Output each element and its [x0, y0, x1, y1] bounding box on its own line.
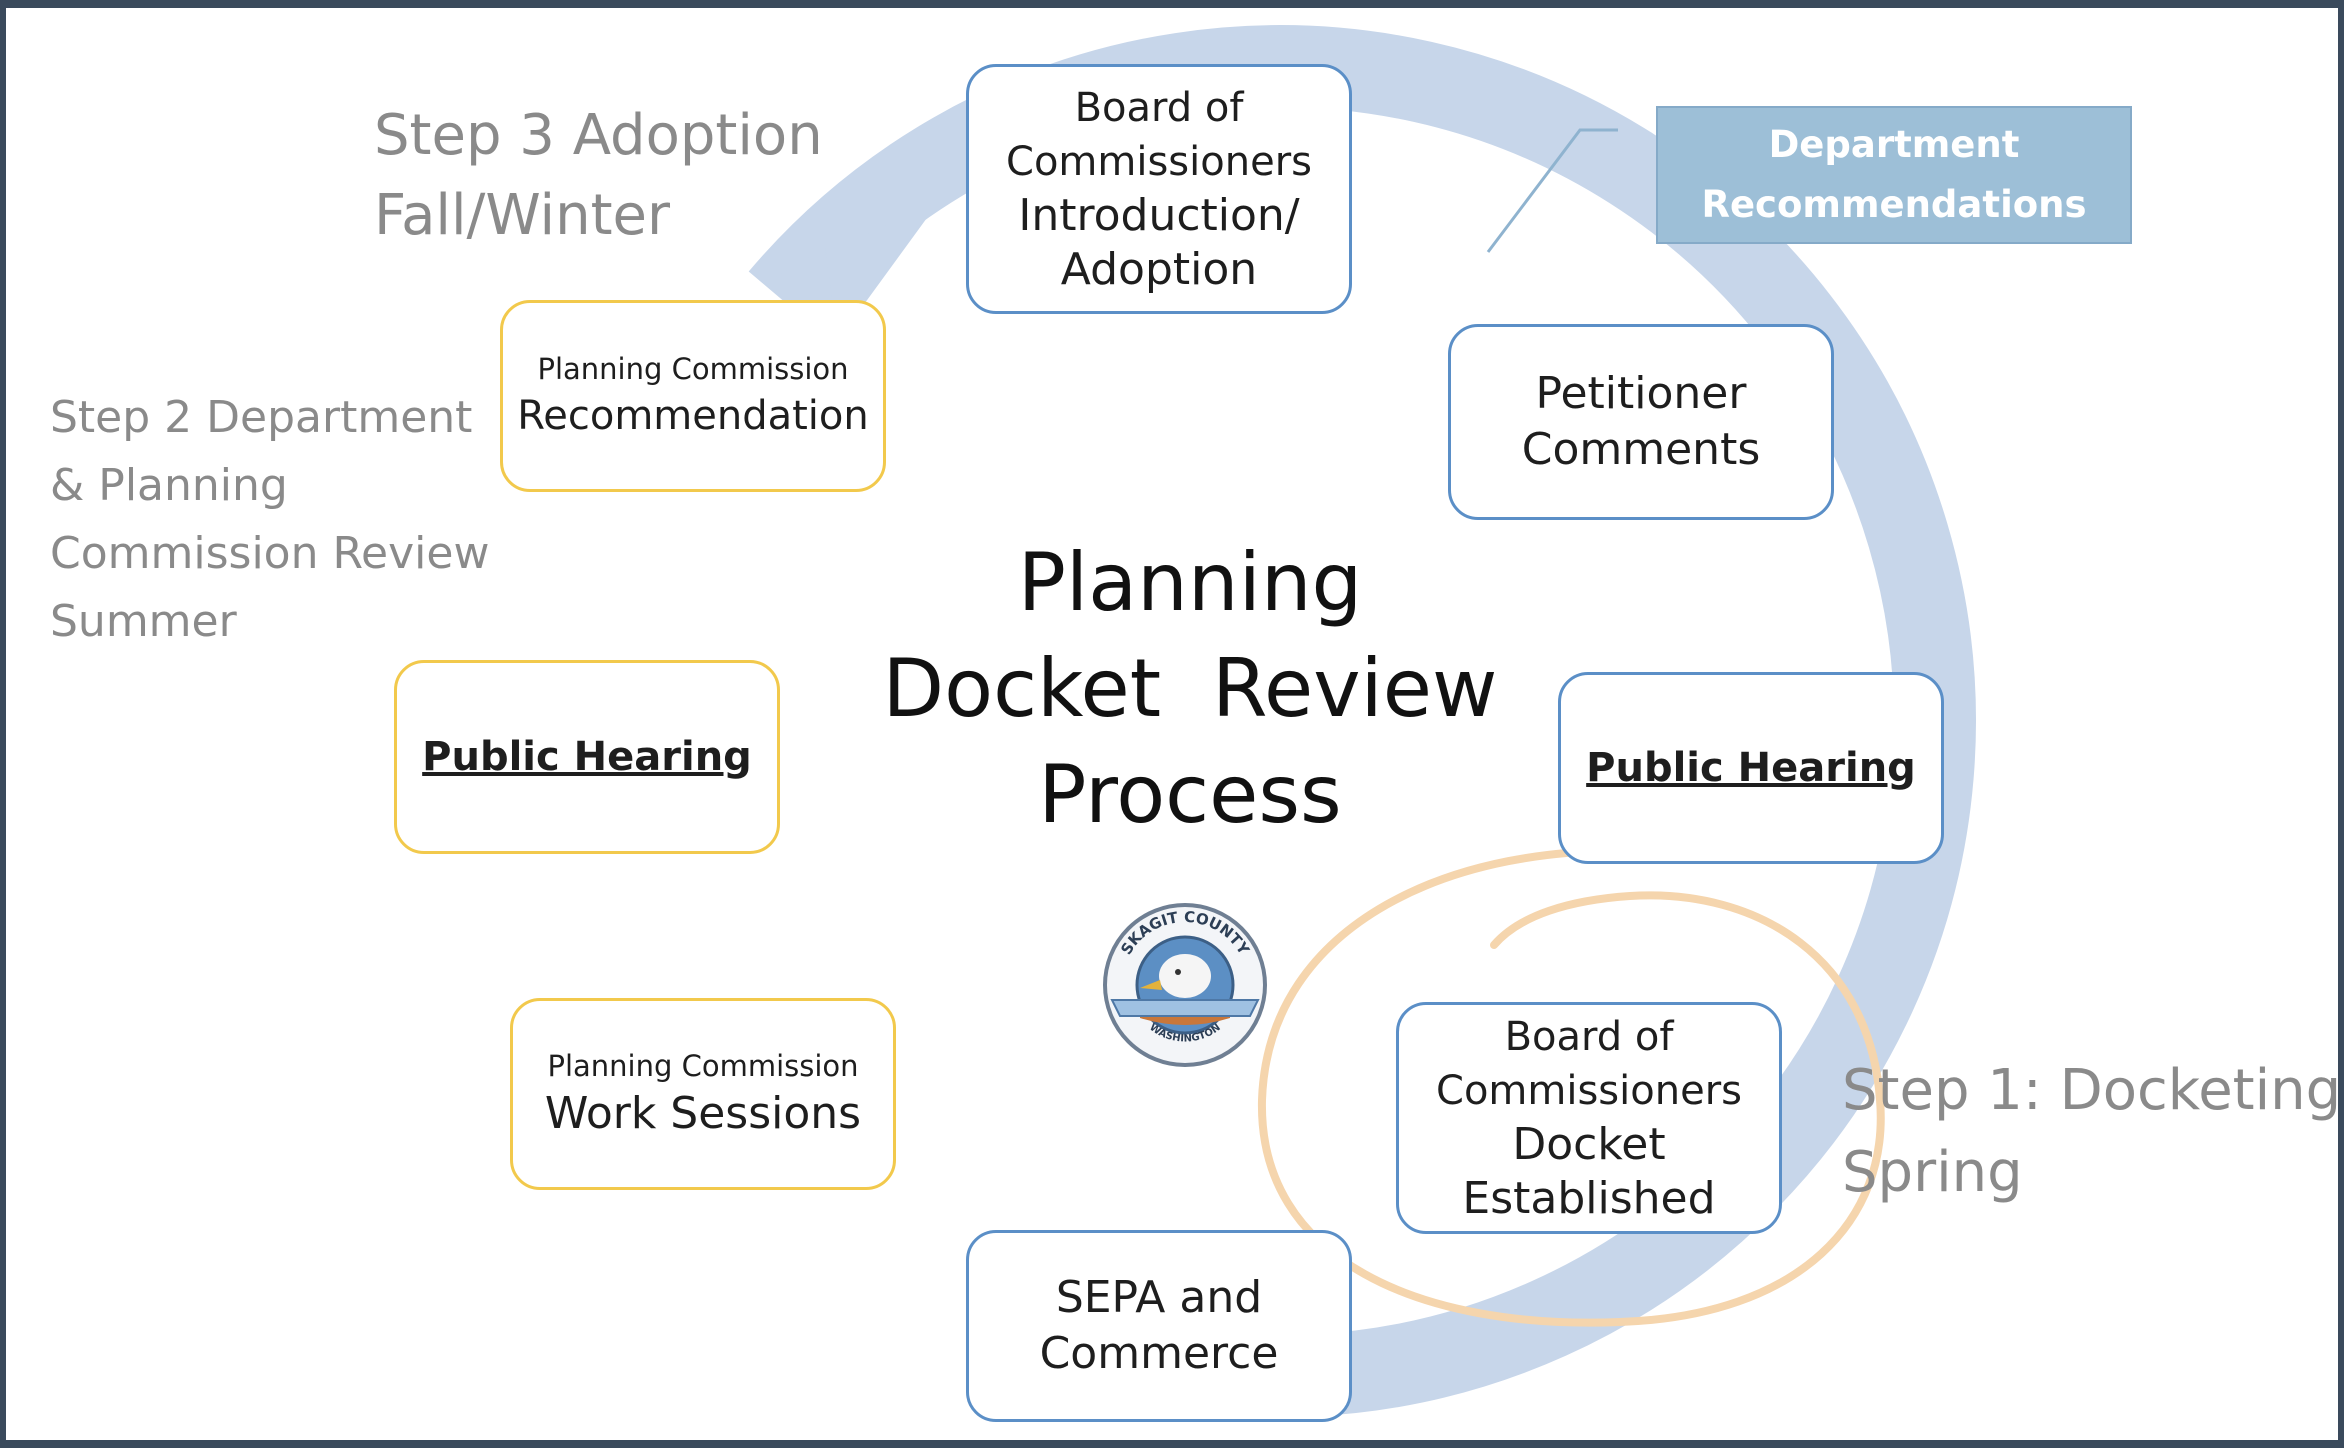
box-public-hearing-right: Public Hearing	[1558, 672, 1944, 864]
department-recommendations-callout: Department Recommendations	[1656, 106, 2132, 244]
box-text-line: Established	[1462, 1173, 1716, 1224]
box-text-line: Planning Commission	[547, 1049, 859, 1083]
box-text-line: Docket	[1512, 1119, 1666, 1170]
box-sepa-and-commerce: SEPA and Commerce	[966, 1230, 1352, 1422]
step-2-label: Step 2 Department & Planning Commission …	[50, 384, 489, 656]
step-2-season: Summer	[50, 596, 237, 647]
cycle-arrowhead	[770, 200, 940, 340]
step-1-title: Step 1: Docketing	[1842, 1058, 2342, 1123]
step-1-season: Spring	[1842, 1140, 2023, 1205]
box-text-line: Public Hearing	[1586, 745, 1916, 791]
diagram-title: Planning Docket Review Process	[880, 530, 1500, 848]
box-text-line: Petitioner	[1535, 368, 1747, 419]
box-planning-commission-work-sessions: Planning Commission Work Sessions	[510, 998, 896, 1190]
box-text-line: Adoption	[1060, 244, 1258, 295]
seal-eagle-head	[1159, 954, 1211, 998]
step-2-line-1: Step 2 Department	[50, 392, 473, 443]
box-public-hearing-left: Public Hearing	[394, 660, 780, 854]
box-text-line: Public Hearing	[422, 734, 752, 780]
callout-leader-line	[1486, 128, 1618, 253]
box-boc-docket-established: Board of Commissioners Docket Establishe…	[1396, 1002, 1782, 1234]
box-petitioner-comments: Petitioner Comments	[1448, 324, 1834, 520]
seal-eagle-eye	[1175, 969, 1181, 975]
box-text-line: Planning Commission	[537, 352, 849, 386]
seal-eagle-beak	[1140, 980, 1162, 990]
box-text-line: Introduction/	[1018, 190, 1300, 241]
box-text-line: Recommendation	[517, 393, 869, 439]
box-text-line: Board of	[1074, 85, 1244, 131]
box-boc-introduction-adoption: Board of Commissioners Introduction/ Ado…	[966, 64, 1352, 314]
box-planning-commission-recommendation: Planning Commission Recommendation	[500, 300, 886, 492]
box-text-line: Work Sessions	[544, 1088, 862, 1139]
step-3-season: Fall/Winter	[374, 183, 670, 248]
step-2-line-3: Commission Review	[50, 528, 490, 579]
box-text-line: Commissioners	[1436, 1068, 1742, 1114]
step-1-label: Step 1: Docketing Spring	[1842, 1050, 2341, 1214]
box-text-line: Commerce	[1039, 1328, 1279, 1379]
skagit-county-seal: SKAGIT COUNTY WASHINGTON	[1103, 903, 1267, 1067]
highlight-circle	[1257, 847, 1885, 1327]
title-line-1: Planning	[1017, 536, 1363, 629]
box-text-line: Commissioners	[1006, 139, 1312, 185]
seal-ribbon	[1110, 999, 1260, 1017]
step-2-line-2: & Planning	[50, 460, 288, 511]
step-3-label: Step 3 Adoption Fall/Winter	[374, 96, 823, 256]
box-text-line: SEPA and	[1055, 1272, 1263, 1323]
box-text-line: Board of	[1504, 1014, 1674, 1060]
title-line-2: Docket Review	[882, 642, 1498, 735]
title-line-3: Process	[1038, 748, 1342, 841]
callout-line-1: Department	[1768, 123, 2020, 166]
step-3-title: Step 3 Adoption	[374, 103, 823, 168]
box-text-line: Comments	[1521, 424, 1761, 475]
callout-line-2: Recommendations	[1701, 183, 2087, 226]
